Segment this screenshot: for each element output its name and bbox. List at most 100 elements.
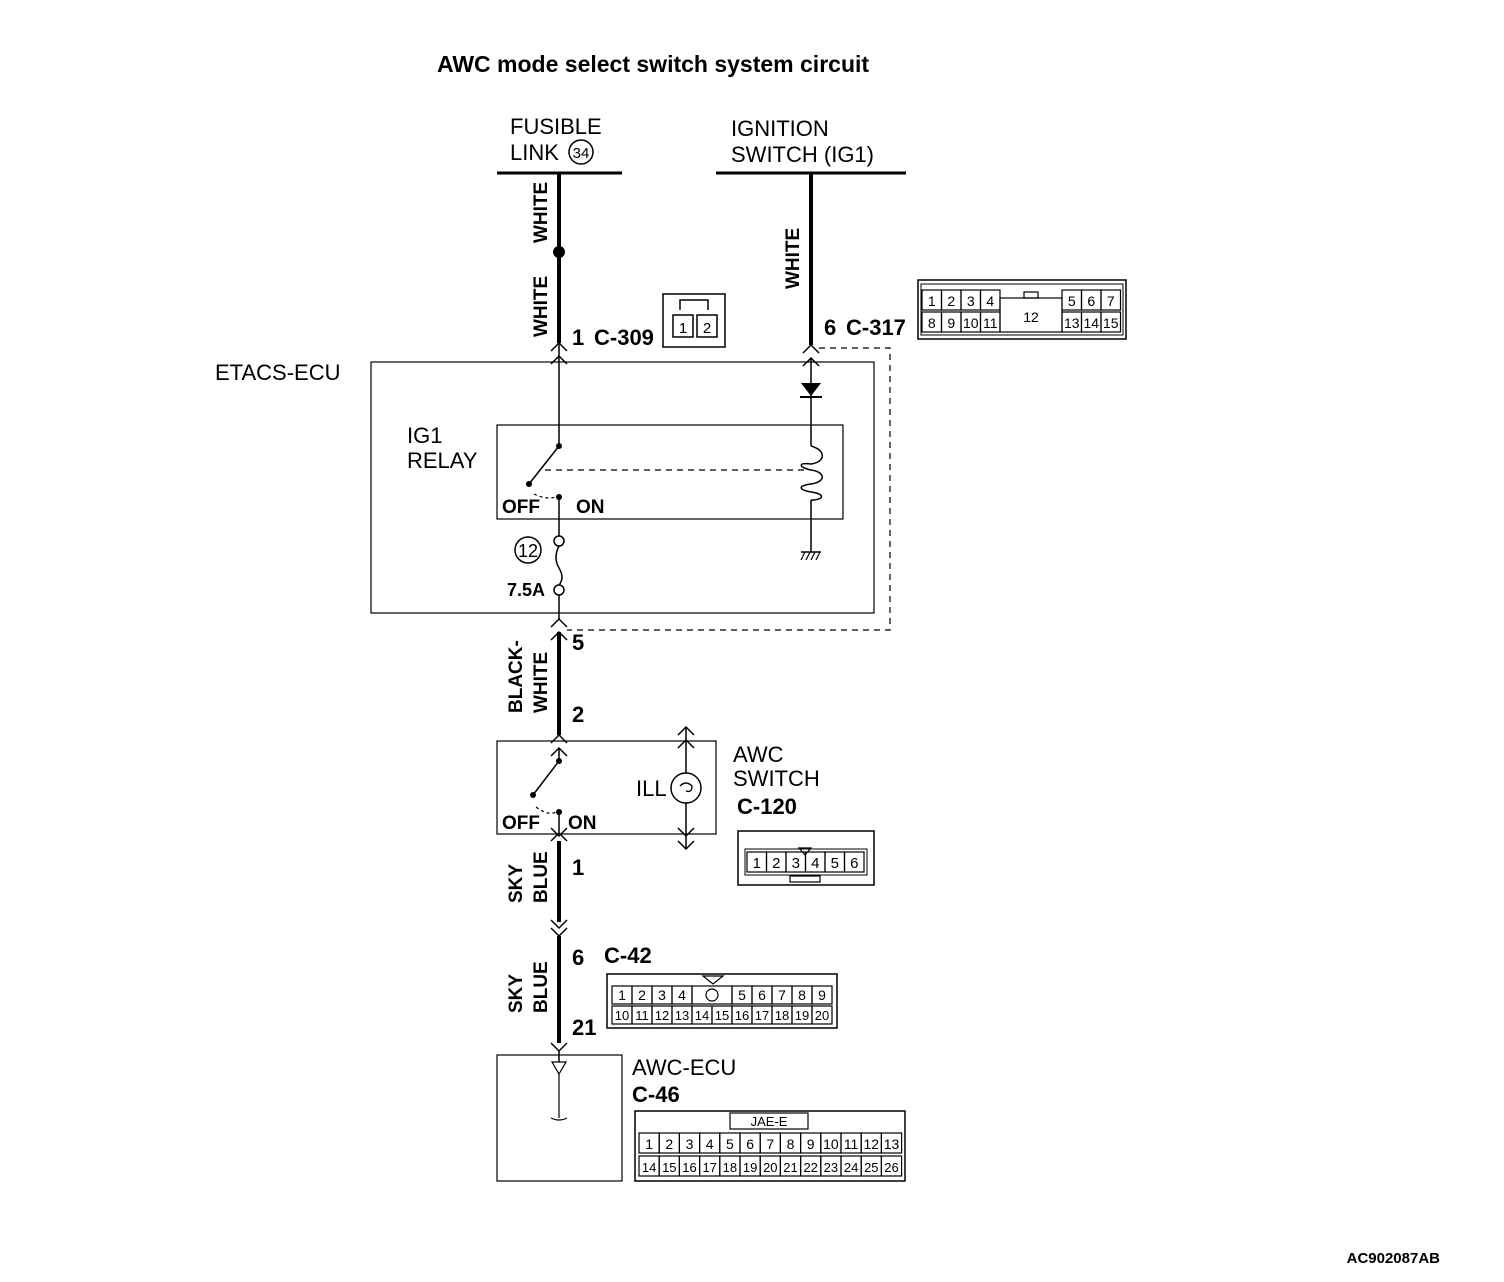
c42-top-pin: 7 [778, 987, 786, 1003]
c317-top-pin: 3 [967, 293, 975, 309]
c42-bottom-cell [811, 1005, 833, 1025]
switch-on-label: ON [568, 813, 597, 834]
c46-top-pin: 9 [807, 1136, 815, 1152]
terminal-c309-label: C-309 [594, 325, 654, 350]
c309-pin-1: 1 [679, 320, 687, 337]
c309-pin-2: 2 [703, 320, 711, 337]
connector-c309-diagram: 1 2 [662, 293, 726, 348]
c46-bottom-pin: 20 [763, 1160, 777, 1175]
ig1-relay-box [496, 424, 844, 520]
ignition-wire [545, 173, 891, 631]
c42-top-pin: 1 [618, 987, 626, 1003]
etacs-ecu: ETACS-ECU IG1 RELAY OFF ON 12 7.5A [215, 360, 875, 614]
terminal-switch-out: 1 [572, 855, 584, 880]
wire-label-black-white-2: WHITE [531, 652, 552, 713]
c46-bottom-pin: 16 [682, 1160, 696, 1175]
c317-top-cell [1100, 289, 1122, 311]
c46-top-pin: 12 [864, 1136, 880, 1152]
diode [801, 383, 821, 396]
c46-top-pin: 1 [645, 1136, 653, 1152]
wire-label-white-lower: WHITE [531, 276, 552, 337]
terminal-switch-in: 2 [572, 702, 584, 727]
wire-label-white-upper: WHITE [531, 182, 552, 243]
c317-bottom-pin: 15 [1103, 315, 1119, 331]
ignition-switch-source: IGNITION SWITCH (IG1) [716, 116, 906, 175]
c42-top-pin: 6 [758, 987, 766, 1003]
main-wire [526, 173, 568, 1062]
c317-bottom-pin: 14 [1083, 315, 1099, 331]
ignition-switch-label-1: IGNITION [731, 116, 829, 141]
terminal-c42-label: C-42 [604, 943, 652, 968]
fusible-link-number-circle [568, 139, 594, 165]
c42-top-pin: 3 [658, 987, 666, 1003]
c42-bottom-pin: 12 [655, 1008, 669, 1023]
wire-label-sky-blue-1a: SKY [506, 864, 527, 903]
splice-point [553, 246, 565, 258]
c317-top-pin: 6 [1087, 293, 1095, 309]
c46-top-pin: 2 [665, 1136, 673, 1152]
c42-bottom-pin: 10 [615, 1008, 629, 1023]
c317-top-pin: 1 [928, 293, 936, 309]
c120-pin: 2 [772, 855, 780, 872]
c46-top-cell [880, 1132, 903, 1154]
fusible-link-label-2: LINK [510, 140, 559, 165]
switch-off-label: OFF [502, 813, 540, 834]
c120-pin: 6 [850, 855, 858, 872]
c42-bottom-pin: 14 [695, 1008, 709, 1023]
wire-label-black-white-1: BLACK- [506, 640, 527, 713]
c120-pin: 3 [792, 855, 800, 872]
c46-bottom-pin: 24 [844, 1160, 858, 1175]
c46-top-pin: 5 [726, 1136, 734, 1152]
awc-ecu-connector: C-46 [632, 1082, 680, 1107]
awc-switch: OFF ON ILL AWC SWITCH C-120 [496, 725, 820, 851]
c46-top-pin: 10 [823, 1136, 839, 1152]
ignition-switch-label-2: SWITCH (IG1) [731, 142, 874, 167]
c46-bottom-pin: 18 [723, 1160, 737, 1175]
relay-on-label: ON [576, 497, 605, 518]
c120-pin: 5 [831, 855, 839, 872]
c42-bottom-pin: 17 [755, 1008, 769, 1023]
c42-top-pin: 8 [798, 987, 806, 1003]
fuse-number-circle [514, 536, 542, 564]
c42-bottom-pin: 15 [715, 1008, 729, 1023]
c317-top-pin: 2 [947, 293, 955, 309]
terminal-c309-pin: 1 [572, 325, 584, 350]
c46-bottom-pin: 15 [662, 1160, 676, 1175]
ig1-relay-label-1: IG1 [407, 423, 442, 448]
awc-ecu: AWC-ECU C-46 [496, 1054, 736, 1182]
relay-off-label: OFF [502, 497, 540, 518]
c46-bottom-pin: 14 [642, 1160, 656, 1175]
awc-ecu-label: AWC-ECU [632, 1055, 736, 1080]
c46-top-pin: 7 [766, 1136, 774, 1152]
terminal-c42-pin: 6 [572, 945, 584, 970]
awc-switch-label-1: AWC [733, 742, 784, 767]
etacs-ecu-label: ETACS-ECU [215, 360, 341, 385]
illumination-label: ILL [636, 776, 667, 801]
wire-label-white-ignition: WHITE [783, 228, 804, 289]
c317-top-pin: 7 [1107, 293, 1115, 309]
figure-code: AC902087AB [1347, 1250, 1441, 1267]
c317-bottom-pin: 9 [947, 315, 955, 331]
c46-bottom-pin: 19 [743, 1160, 757, 1175]
c46-bottom-pin: 23 [824, 1160, 838, 1175]
c317-top-pin: 5 [1068, 293, 1076, 309]
fuse-rating: 7.5A [507, 580, 545, 600]
c317-center-pin: 12 [1023, 309, 1039, 325]
c46-top-pin: 6 [746, 1136, 754, 1152]
fuse-number: 12 [518, 541, 538, 561]
c317-bottom-pin: 11 [983, 315, 998, 331]
c42-bottom-pin: 20 [815, 1008, 829, 1023]
c46-bottom-pin: 25 [864, 1160, 878, 1175]
c42-bottom-pin: 13 [675, 1008, 689, 1023]
fusible-link-label-1: FUSIBLE [510, 114, 602, 139]
terminal-etacs-out: 5 [572, 630, 584, 655]
awc-switch-label-2: SWITCH [733, 766, 820, 791]
c46-bottom-cell [880, 1155, 903, 1177]
c42-top-pin: 9 [818, 987, 826, 1003]
c42-bottom-pin: 16 [735, 1008, 749, 1023]
terminal-ecu-in: 21 [572, 1015, 596, 1040]
c317-bottom-pin: 13 [1064, 315, 1080, 331]
